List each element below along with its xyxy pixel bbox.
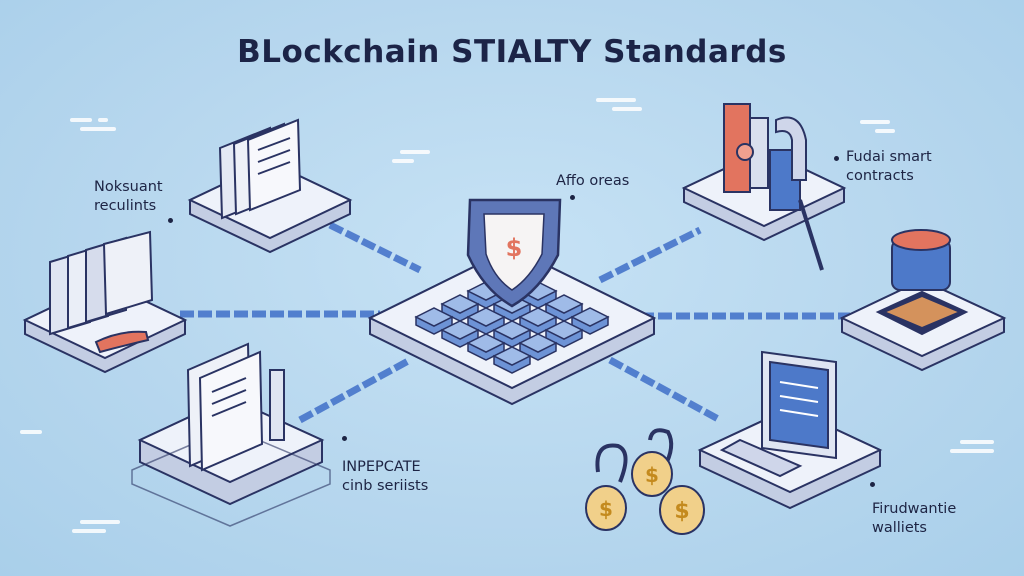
- cloud-decoration: [20, 98, 994, 533]
- label-line: Noksuant: [94, 179, 163, 195]
- block-cube: [518, 333, 558, 353]
- label-dot: [570, 195, 575, 200]
- coin-jar-icon: [875, 229, 969, 336]
- coin-symbol: $: [674, 499, 689, 524]
- block-cube: [466, 333, 506, 353]
- block-cube: [492, 320, 532, 340]
- label-dot: [342, 436, 347, 441]
- diagram-title: BLockchain STIALTY Standards: [237, 34, 787, 70]
- block-cube: [518, 307, 558, 327]
- label-dot: [870, 482, 875, 487]
- monitor-platform: [697, 350, 883, 510]
- documents-icon: [218, 118, 302, 220]
- coin-symbol: $: [599, 497, 613, 521]
- label-top-left: Noksuant reculints: [94, 178, 163, 216]
- label-line: walliets: [872, 520, 927, 536]
- block-cube: [544, 320, 584, 340]
- label-bottom-left: INPEPCATE cinb seriists: [342, 458, 428, 496]
- papers-platform: [131, 342, 331, 527]
- block-cube: [440, 294, 480, 314]
- block-cube: [440, 320, 480, 340]
- label-line: reculints: [94, 198, 157, 214]
- block-cube: [492, 346, 532, 366]
- shield-dollar-symbol: $: [506, 234, 523, 262]
- coin-keys-icon: $ $ $: [585, 428, 705, 535]
- label-dot: [168, 218, 173, 223]
- folders-platform: [22, 230, 188, 374]
- label-bottom-right: Firudwantie walliets: [872, 500, 956, 538]
- block-cube: [414, 307, 454, 327]
- block-cube: [570, 307, 610, 327]
- connector-top-left: [328, 221, 422, 274]
- connector-bottom-left: [298, 356, 412, 424]
- label-top-right: Fudai smart contracts: [846, 148, 932, 186]
- documents-platform: [187, 118, 353, 254]
- label-line: Fudai smart: [846, 149, 932, 165]
- connector-top-right: [598, 226, 702, 284]
- connector-lines: [180, 221, 850, 424]
- label-line: cinb seriists: [342, 478, 429, 494]
- coin-jar-platform: [839, 229, 1007, 372]
- connector-bottom-right: [608, 356, 722, 424]
- machine-icon: [723, 103, 824, 271]
- block-cube: [466, 307, 506, 327]
- label-top-center: Affo oreas: [556, 172, 629, 191]
- folders-icon: [49, 230, 154, 354]
- label-line: contracts: [846, 168, 914, 184]
- coin-symbol: $: [645, 463, 659, 487]
- label-dot: [834, 156, 839, 161]
- monitor-icon: [719, 350, 837, 478]
- machine-platform: [681, 103, 847, 271]
- label-line: Firudwantie: [872, 501, 957, 517]
- shield-icon: $: [466, 198, 562, 308]
- label-line: INPEPCATE: [342, 459, 421, 475]
- block-cube: [544, 294, 584, 314]
- label-line: Affo oreas: [556, 173, 630, 189]
- papers-icon: [186, 342, 285, 472]
